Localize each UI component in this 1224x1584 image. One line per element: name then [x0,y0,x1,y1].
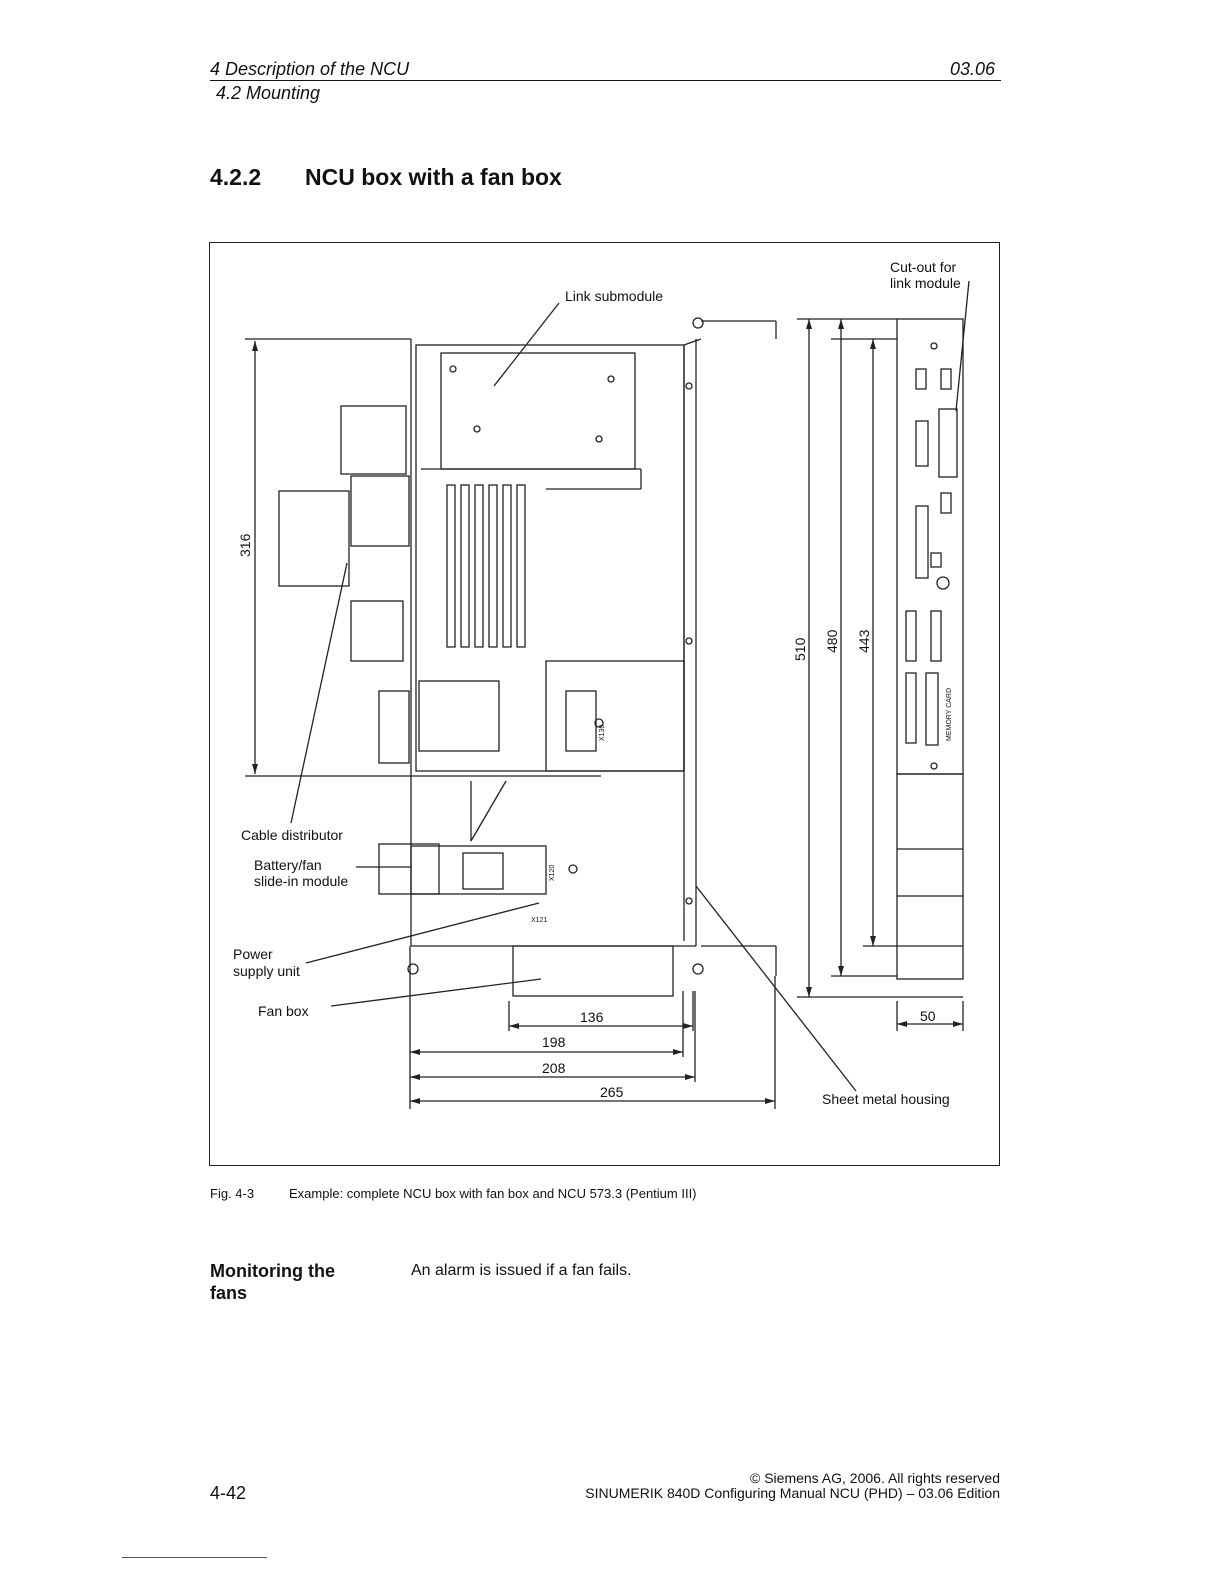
dim-510: 510 [792,637,808,661]
header-divider [210,80,1001,81]
label-battery-1: Battery/fan [254,857,322,873]
ncu-drawing: Link submodule Cut-out for link module C… [233,259,970,1109]
dim-316: 316 [237,533,253,557]
figure-caption-text: Example: complete NCU box with fan box a… [289,1186,697,1201]
label-x121: X121 [531,917,547,924]
dim-443: 443 [856,629,872,653]
dim-480: 480 [824,629,840,653]
label-x130: X130 [599,725,606,741]
figure-caption-number: Fig. 4-3 [210,1186,255,1201]
label-battery-2: slide-in module [254,873,348,889]
dim-265: 265 [600,1084,624,1100]
label-cutout-2: link module [890,275,961,291]
dim-50: 50 [920,1008,936,1024]
monitoring-text: An alarm is issued if a fan fails. [411,1262,632,1279]
dim-198: 198 [542,1034,566,1050]
header-subsection: 4.2 Mounting [216,83,321,103]
label-x120: X120 [549,865,556,881]
label-link-submodule: Link submodule [565,288,663,304]
page-number: 4-42 [210,1483,247,1503]
label-power-2: supply unit [233,963,300,979]
label-cutout-1: Cut-out for [890,259,956,275]
section-title: NCU box with a fan box [305,164,562,190]
footnote-link-rule [122,1557,267,1558]
dim-136: 136 [580,1009,604,1025]
label-cable-distributor: Cable distributor [241,827,343,843]
header-version: 03.06 [950,59,996,79]
dim-208: 208 [542,1060,566,1076]
label-fan-box: Fan box [258,1003,309,1019]
header-chapter: 4 Description of the NCU [210,59,410,79]
footer-manual: SINUMERIK 840D Configuring Manual NCU (P… [585,1485,1000,1501]
label-memory-card: MEMORY CARD [946,688,953,741]
label-sheet-metal: Sheet metal housing [822,1091,950,1107]
section-number: 4.2.2 [210,164,262,190]
label-power-1: Power [233,946,273,962]
footer-copyright: © Siemens AG, 2006. All rights reserved [750,1470,1000,1486]
monitoring-heading: Monitoring the fans [210,1261,335,1303]
figure-frame: Link submodule Cut-out for link module C… [209,242,1000,1166]
